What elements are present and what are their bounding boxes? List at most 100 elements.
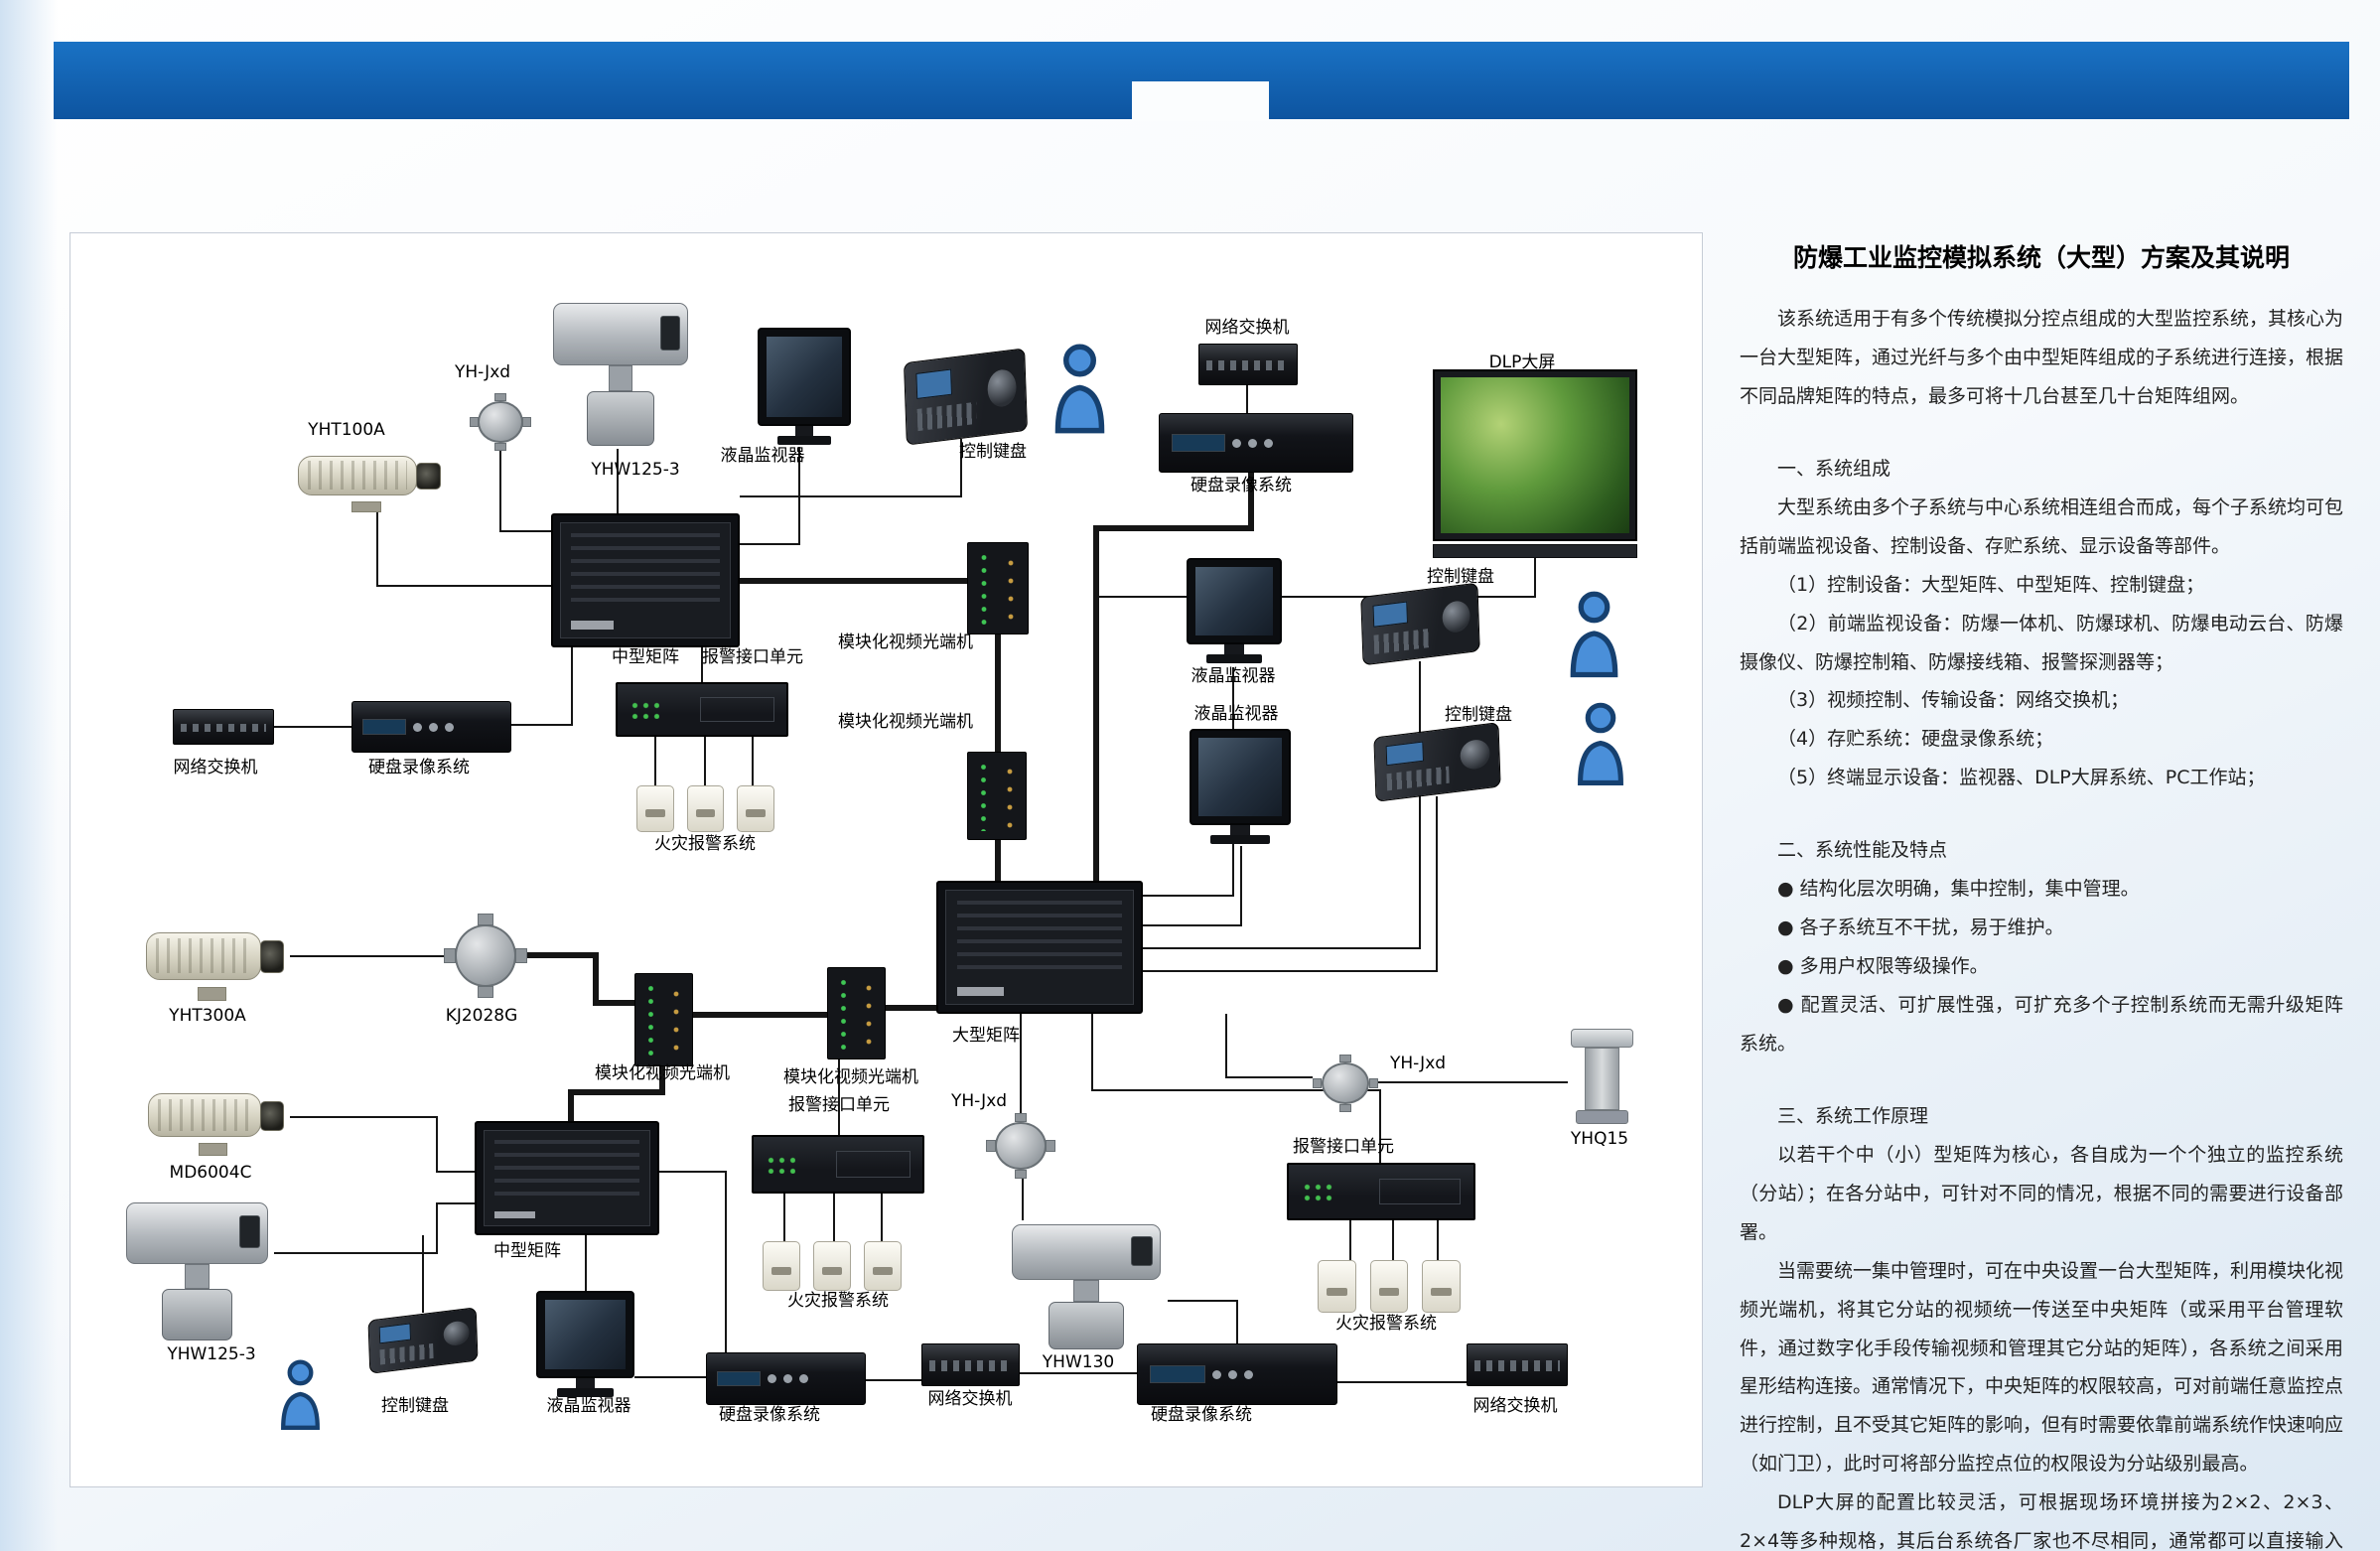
matrix-icon (475, 1121, 659, 1235)
dvr-left (351, 701, 511, 753)
dvr-icon (706, 1352, 866, 1405)
camera-yht300a (146, 918, 290, 1004)
monitor-lcd-mid2-label: 液晶监视器 (1193, 704, 1279, 725)
camera-yhw130 (1005, 1220, 1168, 1352)
switch-left (173, 709, 274, 745)
optical-icon (967, 752, 1027, 840)
keyboard-mid1 (1359, 583, 1482, 666)
article-block-15: 以若干个中（小）型矩阵为核心，各自成为一个个独立的监控系统（分站）；在各分站中，… (1740, 1143, 2343, 1243)
dvr-bottom-2 (1137, 1343, 1337, 1405)
dvr-bottom-2-label: 硬盘录像系统 (1151, 1405, 1252, 1426)
keyboard-bottom-label: 控制键盘 (381, 1396, 449, 1417)
person-top (1052, 342, 1107, 434)
person-mid1 (1568, 589, 1620, 678)
person-mid2 (1575, 701, 1626, 785)
monitor-lcd-top-label: 液晶监视器 (720, 446, 805, 467)
optical-icon (634, 973, 693, 1066)
left-gradient-strip (0, 0, 58, 1551)
camera-md6004c-label: MD6004C (169, 1163, 252, 1184)
alarm-unit-mid-label: 报警接口单元 (788, 1095, 890, 1116)
monitor-icon (536, 1291, 634, 1399)
camera-yht300a-label: YHT300A (169, 1006, 246, 1027)
monitor-icon (1187, 558, 1282, 665)
keyboard-bottom (366, 1307, 481, 1374)
monitor-lcd-mid1-label: 液晶监视器 (1190, 666, 1276, 687)
monitor-lcd-bottom (536, 1291, 634, 1399)
person-bottom (274, 1358, 327, 1430)
exproof-icon (298, 444, 447, 515)
article-title: 防爆工业监控模拟系统（大型）方案及其说明 (1792, 243, 2290, 272)
article-block-11: ● 各子系统互不干扰，易于维护。 (1777, 916, 2064, 939)
article-block-12: ● 多用户权限等级操作。 (1777, 955, 1989, 978)
matrix-medium-bottom-label: 中型矩阵 (493, 1241, 561, 1262)
device-yhq15 (1568, 1029, 1636, 1124)
person-icon (1568, 589, 1620, 678)
optical-3 (634, 973, 693, 1066)
switch-bottom-2 (1467, 1343, 1568, 1386)
switch-bottom-1-label: 网络交换机 (927, 1389, 1013, 1410)
dvr-top (1159, 413, 1353, 473)
dvr-icon (351, 701, 511, 753)
fire-alarm-bottom-2-label: 火灾报警系统 (1335, 1314, 1437, 1335)
matrix-medium-bottom (475, 1121, 659, 1235)
switch-left-label: 网络交换机 (173, 758, 258, 778)
switch-bottom-1 (921, 1343, 1020, 1386)
matrix-icon (551, 513, 740, 647)
junction-yhjxd-right-label: YH-Jxd (1389, 1054, 1447, 1074)
switch-icon (1467, 1343, 1568, 1386)
exproof-icon (148, 1081, 290, 1159)
exproof-icon (146, 918, 290, 1004)
person-icon (1575, 701, 1626, 785)
alarm-unit-mid (752, 1135, 924, 1194)
article-panel: 防爆工业监控模拟系统（大型）方案及其说明 该系统适用于有多个传统模拟分控点组成的… (1740, 238, 2343, 1551)
switch-icon (1198, 344, 1298, 385)
camera-md6004c (148, 1081, 290, 1159)
article-block-8: （5）终端显示设备：监视器、DLP大屏系统、PC工作站； (1777, 767, 2266, 789)
article-block-17: DLP大屏的配置比较灵活，可根据现场环境拼接为2×2、2×3、2×4等多种规格，… (1740, 1491, 2343, 1551)
article-block-13: ● 配置灵活、可扩展性强，可扩充多个子控制系统而无需升级矩阵系统。 (1740, 994, 2343, 1055)
switch-top-label: 网络交换机 (1204, 318, 1290, 339)
alarmrack-icon (616, 682, 788, 737)
optical-4-label: 模块化视频光端机 (783, 1067, 918, 1088)
junction-yhjxd-top-label: YH-Jxd (454, 362, 511, 383)
matrix-medium-top-label: 中型矩阵 (612, 647, 679, 668)
optical-3-label: 模块化视频光端机 (595, 1063, 730, 1084)
keyboard-mid2-label: 控制键盘 (1445, 705, 1512, 726)
article-block-3: 大型系统由多个子系统与中心系统相连组合而成，每个子系统均可包括前端监视设备、控制… (1740, 495, 2344, 557)
alarm-unit-bottom-label: 报警接口单元 (1293, 1137, 1394, 1158)
device-yhq15-label: YHQ15 (1570, 1129, 1629, 1150)
dlp-icon (1433, 369, 1637, 558)
alarmrack-icon (752, 1135, 924, 1194)
dvr-icon (1137, 1343, 1337, 1405)
keyboard-icon (902, 348, 1029, 445)
top-bar-notch (1132, 81, 1269, 121)
matrix-medium-top (551, 513, 740, 647)
keyboard-icon (366, 1307, 481, 1374)
junction-yhjxd-mid (986, 1113, 1055, 1179)
article-block-16: 当需要统一集中管理时，可在中央设置一台大型矩阵，利用模块化视频光端机，将其它分站… (1740, 1259, 2344, 1476)
camera-yhw125-bottom (120, 1198, 274, 1343)
alarm-unit-bottom (1287, 1163, 1475, 1220)
optical-2 (967, 752, 1027, 840)
matrix-icon (936, 881, 1143, 1014)
article-block-7: （4）存贮系统：硬盘录像系统； (1777, 728, 2054, 751)
camera-yhw125-top (547, 298, 694, 449)
optical-4 (827, 967, 886, 1059)
keyboard-mid1-label: 控制键盘 (1427, 567, 1494, 588)
monitor-lcd-bottom-label: 液晶监视器 (546, 1396, 631, 1417)
dvr-bottom-1-label: 硬盘录像系统 (719, 1405, 820, 1426)
article-block-2: 一、系统组成 (1777, 457, 1891, 480)
junction-icon (986, 1113, 1055, 1179)
alarmrack-icon (1287, 1163, 1475, 1220)
article-block-14: 三、系统工作原理 (1777, 1104, 1929, 1127)
fire-alarm-bottom-1 (763, 1241, 902, 1291)
article-block-1: 该系统适用于有多个传统模拟分控点组成的大型监控系统，其核心为一台大型矩阵，通过光… (1740, 308, 2344, 407)
optical-2-label: 模块化视频光端机 (838, 712, 973, 733)
switch-icon (921, 1343, 1020, 1386)
camera-yhw125-bottom-label: YHW125-3 (167, 1344, 256, 1365)
keyboard-top-label: 控制键盘 (959, 442, 1027, 463)
matrix-large (936, 881, 1143, 1014)
junction-yhjxd-top (470, 393, 531, 451)
article-body: 该系统适用于有多个传统模拟分控点组成的大型监控系统，其核心为一台大型矩阵，通过光… (1740, 300, 2343, 1551)
fire-icon (636, 785, 774, 832)
